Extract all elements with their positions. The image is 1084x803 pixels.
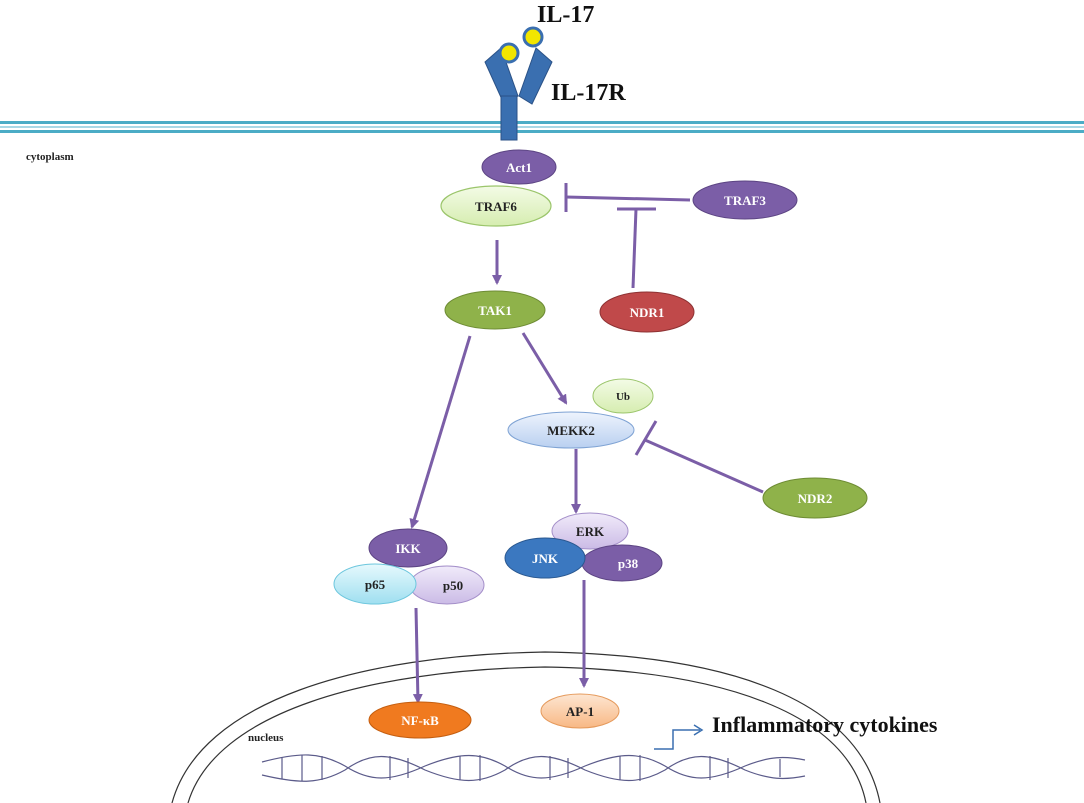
node-erk: ERK [551,512,629,550]
inhibit-ndr1-stem [631,208,638,289]
ap1-label: AP-1 [566,704,594,719]
node-nfkb: NF-κB [368,701,472,739]
inhibit-traf3-to-traf6 [565,195,691,202]
receptor-label: IL-17R [551,80,626,106]
node-ikk: IKK [368,528,448,568]
inhibit-bar-mekk2 [634,420,658,456]
cytoplasm-label: cytoplasm [26,151,74,163]
transcription-start-arrow [654,724,704,750]
il17-ligand-dot [498,42,520,64]
ndr2-label: NDR2 [798,491,833,506]
il17-receptor-shape [484,47,553,141]
ndr1-label: NDR1 [630,305,665,320]
node-p50: p50 [409,565,485,605]
cell-membrane [0,121,1084,133]
node-ub: Ub [592,378,654,414]
node-ap1: AP-1 [540,693,620,729]
arrow-tak1-to-ikk [409,335,472,529]
nucleus-label: nucleus [248,732,284,744]
node-mekk2: MEKK2 [507,411,635,449]
activation-arrows [409,240,589,704]
node-p38: p38 [581,544,663,582]
ub-label: Ub [616,391,630,403]
node-traf3: TRAF3 [692,180,798,220]
ligand-label: IL-17 [537,2,594,28]
node-jnk: JNK [504,537,586,579]
inhibit-ndr2-to-mekk2 [644,438,764,494]
p38-label: p38 [618,556,639,571]
jnk-label: JNK [532,551,559,566]
traf6-label: TRAF6 [475,199,517,214]
traf3-label: TRAF3 [724,193,766,208]
dna-strand [261,754,806,782]
arrow-tak1-to-mekk2 [521,332,568,405]
tak1-label: TAK1 [478,303,512,318]
act1-label: Act1 [506,160,532,175]
nfkb-label: NF-κB [401,713,439,728]
arrow-nfkb-complex-to-nfkb [412,607,423,704]
node-act1: Act1 [481,149,557,185]
node-ndr2: NDR2 [762,477,868,519]
node-ndr1: NDR1 [599,291,695,333]
erk-label: ERK [576,524,605,539]
inhibition-lines [564,183,764,494]
ikk-label: IKK [395,541,421,556]
p65-label: p65 [365,577,386,592]
node-tak1: TAK1 [444,290,546,330]
node-traf6: TRAF6 [440,185,552,227]
inflammatory-cytokines-label: Inflammatory cytokines [712,712,938,737]
il17-ligand-dot [522,26,544,48]
p50-label: p50 [443,578,463,593]
mekk2-label: MEKK2 [547,423,595,438]
node-p65: p65 [333,563,417,605]
nuclear-envelope [171,651,881,803]
